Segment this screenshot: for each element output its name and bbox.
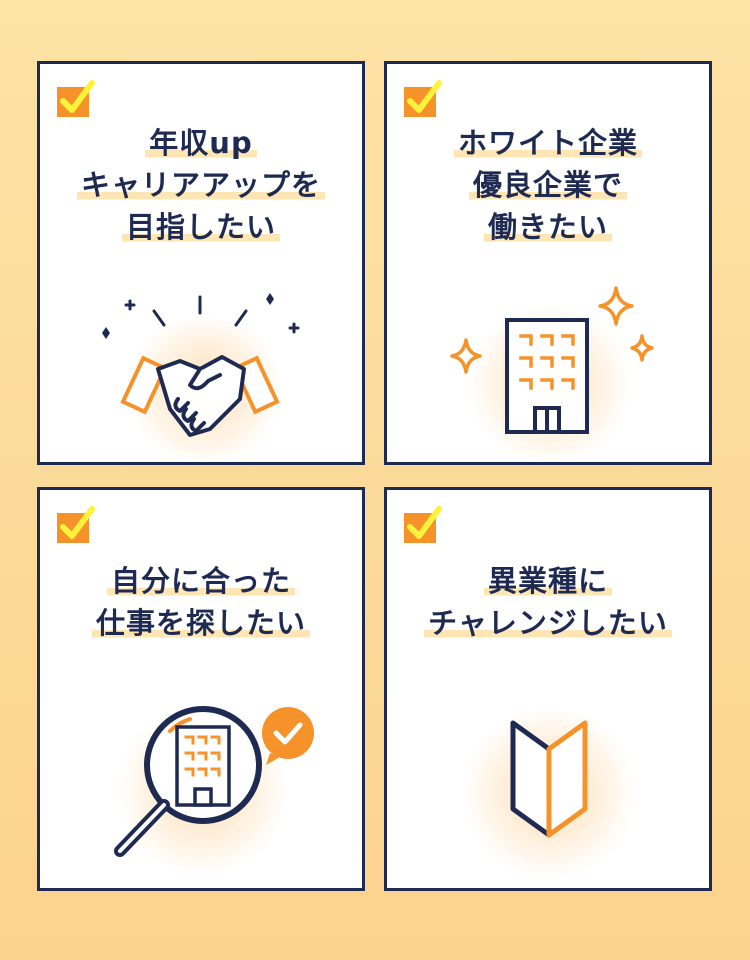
card-title: 自分に合った 仕事を探したい [40, 560, 362, 644]
card-title: 異業種に チャレンジしたい [387, 560, 709, 644]
title-line: 仕事を探したい [91, 606, 310, 640]
card-career-change: 異業種に チャレンジしたい [384, 487, 712, 891]
title-line: 自分に合った [106, 564, 295, 598]
checkbox-checked-icon [404, 506, 442, 543]
beginner-mark-icon [510, 720, 588, 838]
checkbox-checked-icon [57, 506, 95, 543]
checkbox-checked-icon [57, 80, 95, 117]
magnifier-icon [114, 706, 314, 857]
title-line: 異業種に [483, 564, 612, 598]
illustration [387, 695, 709, 885]
card-find-suitable-job: 自分に合った 仕事を探したい [37, 487, 365, 891]
title-line: 働きたい [483, 210, 612, 244]
illustration [387, 284, 709, 459]
card-title: ホワイト企業 優良企業で 働きたい [387, 122, 709, 248]
illustration [40, 289, 362, 459]
handshake-icon [102, 293, 300, 437]
title-line: ホワイト企業 [453, 126, 642, 160]
card-white-company: ホワイト企業 優良企業で 働きたい [384, 61, 712, 465]
title-line: キャリアアップを [76, 168, 325, 202]
title-line: チャレンジしたい [424, 606, 672, 640]
title-line: 優良企業で [468, 168, 627, 202]
title-line: 年収up [145, 126, 257, 160]
card-title: 年収up キャリアアップを 目指したい [40, 122, 362, 248]
building-icon [450, 286, 654, 434]
checkbox-checked-icon [404, 80, 442, 117]
title-line: 目指したい [121, 210, 280, 244]
illustration [40, 695, 362, 885]
card-career-up: 年収up キャリアアップを 目指したい [37, 61, 365, 465]
